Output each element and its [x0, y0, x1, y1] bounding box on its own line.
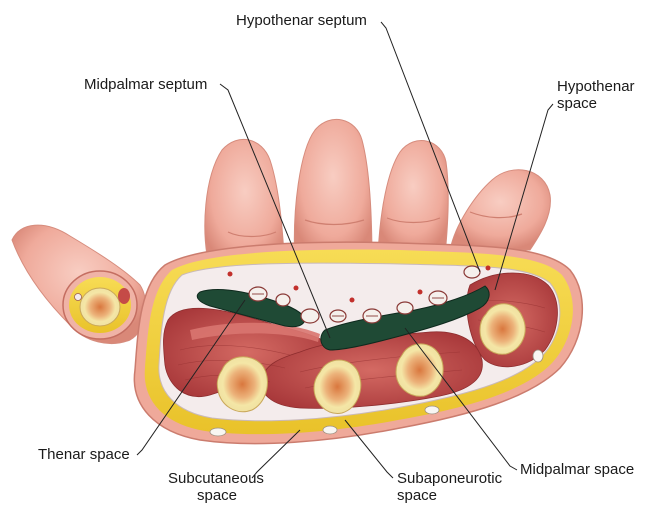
- label-hypothenar-septum: Hypothenar septum: [236, 12, 367, 29]
- label-midpalmar-space: Midpalmar space: [520, 461, 634, 478]
- label-midpalmar-septum: Midpalmar septum: [84, 76, 207, 93]
- label-thenar-space: Thenar space: [38, 446, 130, 463]
- middle-finger: [294, 119, 372, 262]
- palm-cross-section: [134, 242, 582, 443]
- ring-finger: [378, 141, 448, 255]
- label-hypothenar-space: Hypothenar space: [557, 78, 635, 112]
- label-subcutaneous-space: Subcutaneous space: [168, 470, 264, 504]
- thumb-cross-section: [12, 225, 146, 343]
- thumb-bone: [80, 288, 120, 326]
- label-subaponeurotic-space: Subaponeurotic space: [397, 470, 502, 504]
- little-finger: [450, 170, 550, 250]
